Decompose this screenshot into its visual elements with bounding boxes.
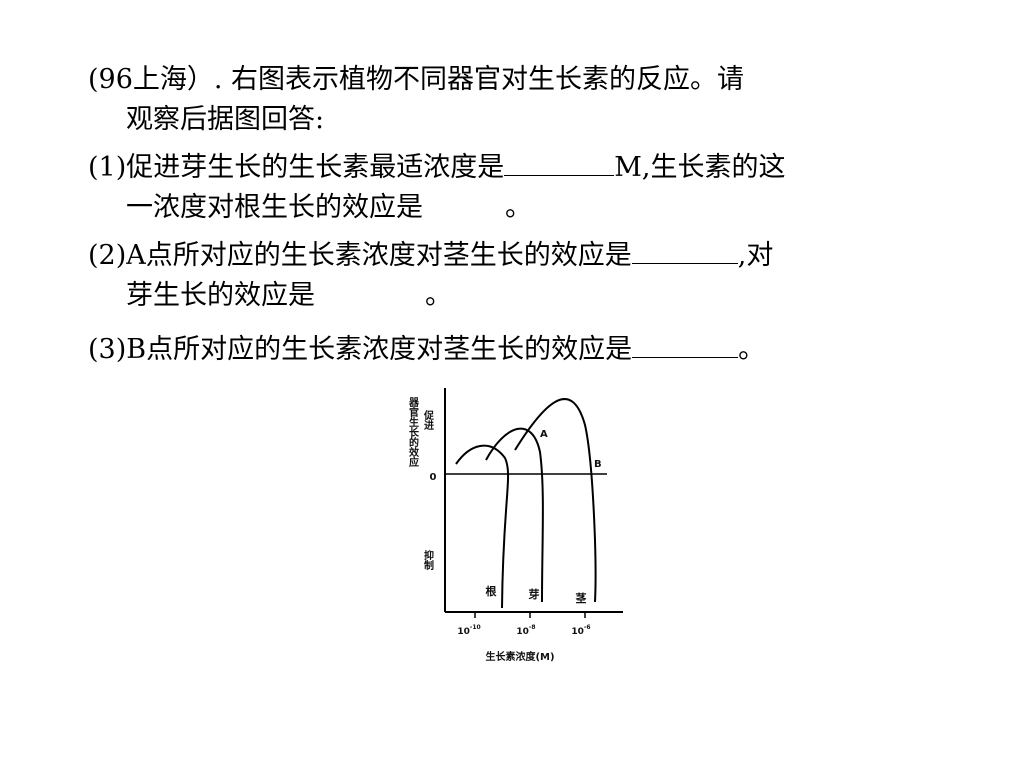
q2-text-c: 芽生长的效应是 (126, 280, 315, 311)
intro-line-2: 观察后据图回答: (126, 104, 325, 135)
q1-end: 。 (505, 192, 532, 223)
q3-text: (3)B点所对应的生长素浓度对茎生长的效应是 (88, 334, 633, 365)
curve-label-bud: 芽 (529, 587, 540, 601)
q2-blank-1[interactable] (631, 241, 738, 264)
q2-line-1: (2)A点所对应的生长素浓度对茎生长的效应是 ,对 (88, 236, 948, 276)
point-label-b: B (594, 459, 602, 470)
q3-line-1: (3)B点所对应的生长素浓度对茎生长的效应是 。 (88, 330, 948, 370)
q2-text-a: (2)A点所对应的生长素浓度对茎生长的效应是 (88, 240, 632, 271)
q1-text-c: 一浓度对根生长的效应是 (126, 192, 423, 223)
y-label-top: 促进 (422, 409, 435, 431)
q1-line-1: (1)促进芽生长的生长素最适浓度是 M,生长素的这 (88, 148, 948, 188)
q2-line-2: 芽生长的效应是 。 (88, 276, 948, 316)
auxin-response-chart: 促进 器官生长的效应 抑制 0 A B 根 芽 茎 10-10 10-8 10-… (395, 380, 635, 670)
x-tick-label-3: 10-6 (571, 624, 590, 637)
chart-svg: 促进 器官生长的效应 抑制 0 A B 根 芽 茎 10-10 10-8 10-… (407, 388, 623, 663)
q2-end: 。 (425, 280, 452, 311)
question-3: (3)B点所对应的生长素浓度对茎生长的效应是 。 (88, 330, 948, 370)
q1-line-2: 一浓度对根生长的效应是 。 (88, 188, 948, 228)
q1-blank-1[interactable] (504, 153, 615, 176)
q1-text-a: (1)促进芽生长的生长素最适浓度是 (88, 152, 505, 183)
curve-label-root: 根 (486, 584, 498, 598)
curve-label-stem: 茎 (576, 591, 587, 605)
q3-blank[interactable] (632, 335, 739, 358)
question-intro: (96上海）. 右图表示植物不同器官对生长素的反应。请 观察后据图回答: (88, 60, 948, 140)
q1-text-b: M,生长素的这 (614, 152, 786, 183)
zero-label: 0 (430, 472, 437, 483)
point-label-a: A (540, 429, 548, 440)
question-2: (2)A点所对应的生长素浓度对茎生长的效应是 ,对 芽生长的效应是 。 (88, 236, 948, 316)
q2-text-b: ,对 (737, 240, 774, 271)
y-label-bottom: 抑制 (422, 549, 434, 571)
series-stem (514, 398, 597, 603)
question-1: (1)促进芽生长的生长素最适浓度是 M,生长素的这 一浓度对根生长的效应是 。 (88, 148, 948, 228)
x-axis-label: 生长素浓度(M) (485, 650, 554, 663)
x-tick-label-2: 10-8 (516, 624, 535, 637)
x-tick-label-1: 10-10 (457, 624, 480, 637)
series-root (455, 444, 510, 609)
series-bud (485, 427, 544, 603)
intro-line-1: (96上海）. 右图表示植物不同器官对生长素的反应。请 (88, 64, 745, 95)
y-label-mid: 器官生长的效应 (407, 397, 420, 468)
q3-end: 。 (738, 334, 766, 365)
